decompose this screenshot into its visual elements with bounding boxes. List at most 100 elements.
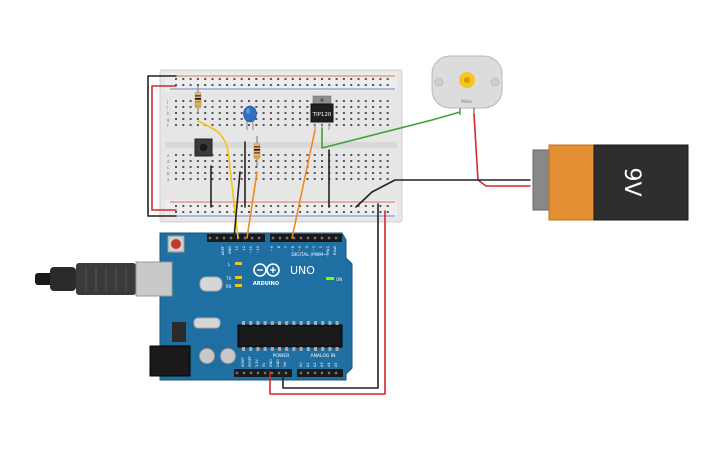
status-leds: L TX RX (225, 262, 242, 289)
top-pin-label: 12 (242, 246, 246, 251)
row-label-h: h (167, 111, 170, 116)
arduino-logo (253, 263, 280, 277)
battery-orange-band (548, 144, 595, 221)
digital-header-left (207, 234, 265, 242)
led-label-tx: TX (225, 276, 231, 281)
capacitor[interactable] (243, 105, 257, 130)
motor-label: Motor (461, 99, 473, 104)
resistor-pulldown[interactable] (194, 86, 202, 114)
top-power-rail (165, 73, 397, 91)
wire-red-rail-left[interactable] (151, 85, 177, 211)
bottom-power-rail (165, 200, 397, 218)
board-model-text: UNO (290, 264, 315, 277)
wire-green-motor[interactable] (321, 111, 461, 149)
top-pin-label: TX▸1 (326, 246, 330, 256)
motor-gear-icon (459, 72, 475, 88)
analog-pin-label: A3 (320, 363, 324, 367)
dc-motor[interactable]: Motor (431, 55, 503, 115)
resistor-base[interactable] (253, 136, 261, 166)
usb-port (135, 261, 173, 297)
top-pin-label: ~6 (291, 245, 295, 251)
top-pin-label: 7 (284, 246, 288, 248)
center-channel (165, 142, 397, 148)
top-pin-label: ~11 (249, 246, 253, 254)
top-pin-label: 13 (235, 246, 239, 251)
top-pin-label: 2 (319, 246, 323, 248)
power-pin-label: IOREF (241, 357, 245, 367)
analog-pin-label: A5 (334, 363, 338, 367)
breadboard: j i h g f e d c b a (159, 69, 403, 223)
analog-header (297, 369, 343, 377)
top-pin-label: 8 (277, 245, 281, 248)
bottom-pin-holes (235, 371, 338, 375)
row-label-e: e (167, 153, 170, 158)
top-pin-label: ~5 (298, 246, 302, 251)
top-pin-label: ~10 (256, 245, 260, 253)
power-pin-label: 3.3V (255, 359, 259, 367)
top-pin-label: AREF (221, 246, 225, 255)
analog-pin-label: A4 (327, 363, 331, 367)
top-pin-label: GND (228, 246, 232, 254)
analog-pin-label: A2 (313, 363, 317, 367)
wire-black-gnd[interactable] (282, 203, 379, 389)
power-header (234, 369, 292, 377)
top-pin-label: ~9 (270, 245, 274, 251)
row-label-d: d (167, 159, 170, 164)
board-brand-text: ARDUINO (253, 281, 279, 287)
on-led (326, 277, 334, 280)
wire-black-rail-left[interactable] (147, 75, 177, 217)
capacitor-onboard-2 (220, 348, 236, 364)
led-label-l: L (228, 262, 231, 267)
wire-orange-transistor[interactable] (291, 129, 316, 239)
row-label-b: b (167, 171, 170, 176)
row-label-j: j (166, 99, 168, 104)
microcontroller-chip (237, 324, 343, 348)
wires (147, 75, 531, 395)
power-jack (149, 345, 191, 377)
battery-9v[interactable]: 9V (532, 144, 689, 221)
battery-black-body (593, 144, 689, 221)
top-pin-label: RX◂0 (333, 245, 337, 255)
power-pin-label: GND (269, 359, 273, 367)
breadboard-holes (175, 78, 389, 213)
row-label-a: a (167, 177, 170, 182)
voltage-regulator (172, 322, 186, 342)
led-label-rx: RX (226, 284, 232, 289)
digital-header-right (270, 234, 342, 242)
crystal (199, 276, 223, 292)
push-button[interactable] (194, 138, 213, 157)
transistor-label: TIP120 (312, 112, 332, 118)
wire-red-motor-battery[interactable] (473, 113, 531, 187)
breadboard-row-labels: j i h g f e d c b a (166, 99, 170, 182)
wire-red-5v[interactable] (269, 210, 386, 395)
reset-button[interactable] (167, 235, 185, 253)
battery-label: 9V (619, 167, 644, 196)
wire-black-arduino-gnd[interactable] (233, 171, 241, 239)
power-pin-label: GND (276, 359, 280, 367)
row-label-i: i (167, 105, 168, 110)
top-pin-label: 4 (305, 245, 309, 248)
usb-cable[interactable] (35, 263, 136, 295)
chip-pins (242, 321, 339, 351)
power-pin-label: 5V (262, 362, 266, 367)
digital-header-label: DIGITAL (PWM~) (291, 252, 329, 258)
row-label-f: f (167, 123, 169, 128)
analog-pin-label: A0 (299, 363, 303, 367)
on-led-label: ON (336, 277, 342, 282)
crystal-small (193, 317, 221, 329)
transistor-tip120[interactable]: TIP120 (310, 95, 334, 130)
analog-header-label: ANALOG IN (310, 353, 335, 359)
row-label-c: c (167, 165, 169, 170)
power-pin-label: Vin (283, 362, 287, 367)
wire-black-battery[interactable] (355, 179, 531, 208)
wire-orange-base[interactable] (246, 171, 258, 239)
wire-yellow-button[interactable] (197, 120, 239, 239)
power-header-label: POWER (273, 353, 290, 359)
analog-pin-label: A1 (306, 363, 310, 367)
top-pin-label: ~3 (312, 246, 316, 251)
